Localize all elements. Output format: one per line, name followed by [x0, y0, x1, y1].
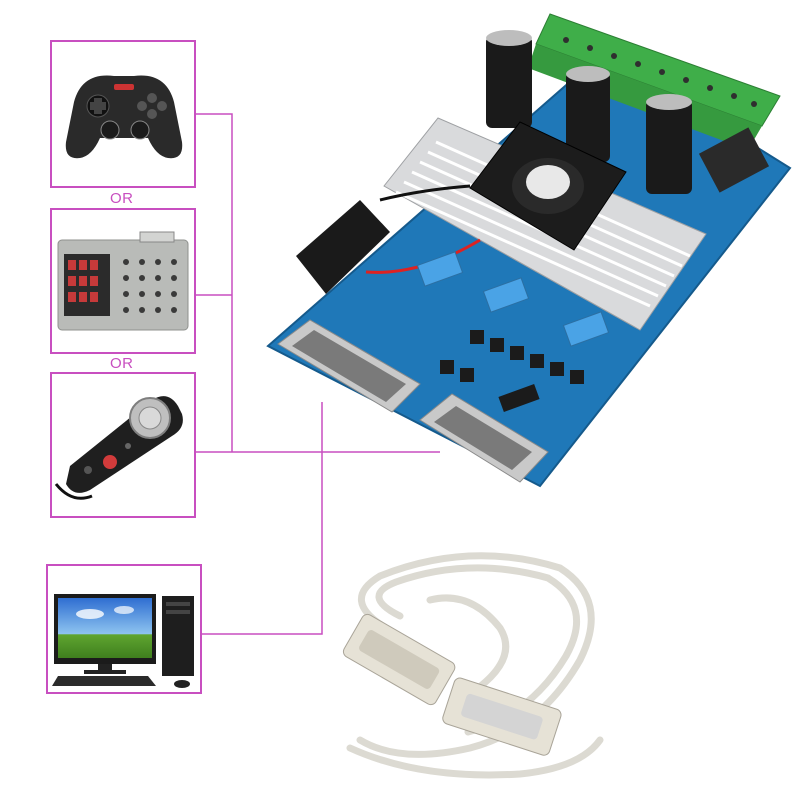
handwheel-frame [50, 372, 196, 518]
computer-frame [46, 564, 202, 694]
db25-connector-board [277, 319, 421, 413]
or-label-1: OR [110, 190, 134, 207]
db15-connector-board [419, 393, 549, 483]
gamepad-frame [50, 40, 196, 188]
handwheel-icon [54, 396, 183, 500]
computer-icon [52, 594, 194, 688]
keypad-icon [57, 231, 189, 331]
line-gamepad [194, 113, 233, 452]
keypad-frame [50, 208, 196, 354]
line-computer [200, 402, 323, 635]
capacitors [486, 30, 692, 194]
gamepad-icon [65, 75, 183, 159]
fan [469, 121, 627, 251]
or-label-2: OR [110, 355, 134, 372]
